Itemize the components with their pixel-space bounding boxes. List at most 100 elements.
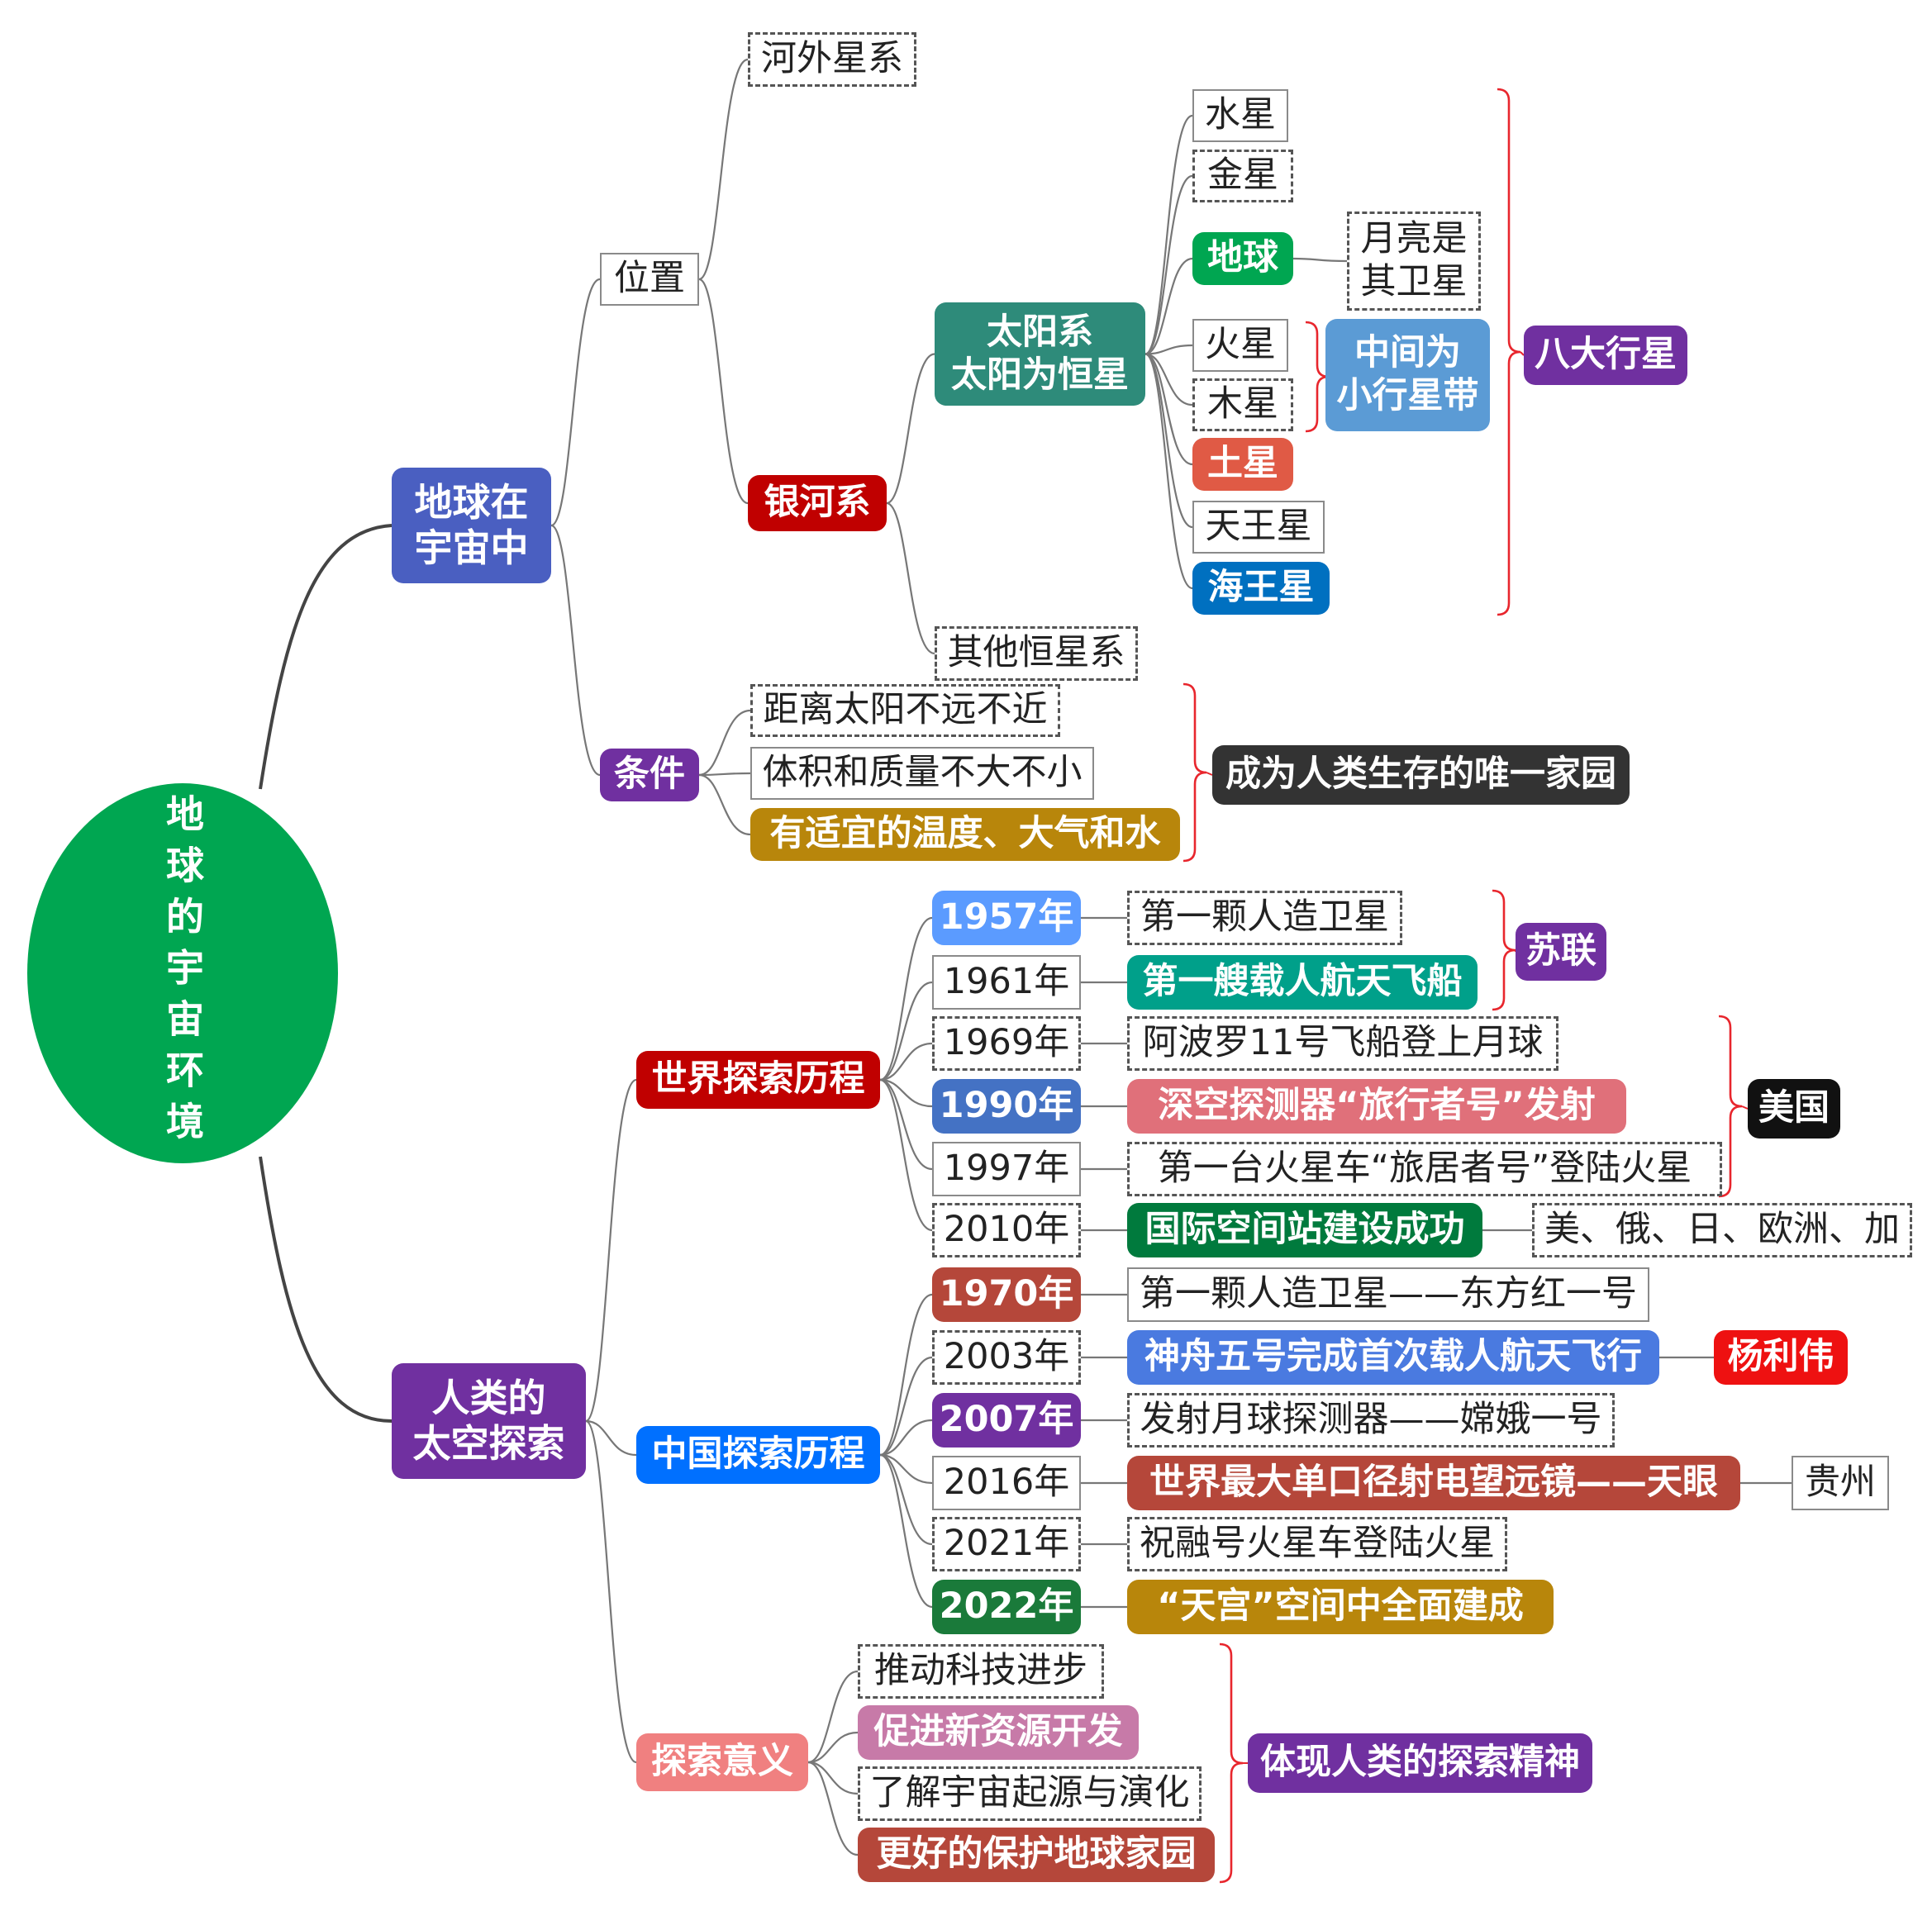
solar-link-4 (1144, 353, 1193, 406)
significance-item-1[interactable]: 推动科技进步 (858, 1644, 1104, 1699)
planet-7[interactable]: 天王星 (1192, 501, 1325, 554)
branch-space-exploration[interactable]: 人类的 太空探索 (392, 1363, 586, 1479)
world-year-4-label: 1990年 (939, 1085, 1074, 1127)
china-event-1[interactable]: 第一颗人造卫星——东方红一号 (1127, 1267, 1649, 1322)
world-year-2[interactable]: 1961年 (932, 955, 1081, 1010)
planet-4[interactable]: 火星 (1192, 319, 1288, 372)
china-event-extra-2[interactable]: 杨利伟 (1714, 1330, 1848, 1385)
condition-item-1[interactable]: 距离太阳不远不近 (750, 684, 1060, 737)
bracket-eight-planets (1497, 88, 1521, 616)
node-ussr[interactable]: 苏联 (1516, 923, 1606, 981)
planet-2[interactable]: 金星 (1192, 150, 1293, 202)
world-event-2[interactable]: 第一艘载人航天飞船 (1127, 955, 1478, 1010)
solar-link-0 (1144, 114, 1193, 355)
significance-item-3[interactable]: 了解宇宙起源与演化 (858, 1766, 1202, 1821)
node-eight-planets[interactable]: 八大行星 (1524, 326, 1687, 385)
significance-link-1 (807, 1731, 859, 1764)
planet-3[interactable]: 地球 (1192, 232, 1293, 285)
china-event-3[interactable]: 发射月球探测器——嫦娥一号 (1127, 1393, 1615, 1448)
node-solar-system[interactable]: 太阳系 太阳为恒星 (935, 302, 1145, 406)
world-event-6-label: 国际空间站建设成功 (1144, 1209, 1465, 1251)
world-event-6[interactable]: 国际空间站建设成功 (1127, 1203, 1482, 1257)
node-china-exploration[interactable]: 中国探索历程 (636, 1426, 880, 1484)
world-event-extra-6[interactable]: 美、俄、日、欧洲、加 (1532, 1203, 1912, 1257)
node-significance[interactable]: 探索意义 (636, 1733, 808, 1791)
node-moon-note-label: 月亮是 其卫星 (1360, 218, 1468, 302)
china-event-extra-4[interactable]: 贵州 (1792, 1456, 1889, 1510)
milky-link-0 (886, 353, 935, 505)
solar-link-2 (1144, 257, 1193, 355)
world-link-3 (879, 1078, 933, 1108)
node-world-exploration[interactable]: 世界探索历程 (636, 1051, 880, 1109)
condition-item-3[interactable]: 有适宜的温度、大气和水 (750, 808, 1180, 861)
node-conditions[interactable]: 条件 (600, 749, 699, 801)
significance-item-1-label: 推动科技进步 (874, 1650, 1087, 1692)
world-year-6[interactable]: 2010年 (932, 1203, 1081, 1257)
world-event-4-label: 深空探测器“旅行者号”发射 (1158, 1085, 1596, 1127)
significance-item-2[interactable]: 促进新资源开发 (858, 1705, 1139, 1760)
bracket-usa (1718, 1015, 1743, 1198)
condition-item-2[interactable]: 体积和质量不大不小 (750, 747, 1094, 800)
world-link-2 (879, 1042, 933, 1081)
china-year-4[interactable]: 2016年 (932, 1456, 1081, 1510)
china-event-4[interactable]: 世界最大单口径射电望远镜——天眼 (1127, 1456, 1740, 1510)
node-position-label: 位置 (614, 258, 685, 300)
branch-space-exploration-label: 人类的 太空探索 (412, 1375, 565, 1466)
node-only-home-label: 成为人类生存的唯一家园 (1225, 753, 1616, 796)
china-link-1 (879, 1356, 933, 1457)
world-year-4[interactable]: 1990年 (932, 1079, 1081, 1134)
node-usa-label: 美国 (1758, 1087, 1830, 1129)
world-year-1[interactable]: 1957年 (932, 891, 1081, 945)
china-link-0 (879, 1293, 933, 1457)
world-event-3[interactable]: 阿波罗11号飞船登上月球 (1127, 1016, 1558, 1071)
node-usa[interactable]: 美国 (1748, 1079, 1840, 1139)
china-event-6[interactable]: “天宫”空间中全面建成 (1127, 1580, 1554, 1634)
earth-moon-link-0 (1292, 257, 1348, 263)
planet-8-label: 海王星 (1207, 567, 1315, 609)
planet-1-label: 水星 (1205, 94, 1276, 136)
node-only-home[interactable]: 成为人类生存的唯一家园 (1212, 745, 1630, 805)
node-other-star-systems[interactable]: 其他恒星系 (935, 626, 1138, 681)
china-event-5[interactable]: 祝融号火星车登陆火星 (1127, 1517, 1507, 1571)
explore-link-2 (585, 1419, 637, 1764)
china-event-2[interactable]: 神舟五号完成首次载人航天飞行 (1127, 1330, 1659, 1385)
condition-item-1-label: 距离太阳不远不近 (763, 689, 1048, 731)
root-node[interactable]: 地球的宇宙环境 (27, 783, 338, 1163)
planet-1[interactable]: 水星 (1192, 89, 1288, 142)
china-year-3[interactable]: 2007年 (932, 1393, 1081, 1448)
node-milky-way[interactable]: 银河系 (748, 475, 887, 531)
branch-earth-in-universe[interactable]: 地球在 宇宙中 (392, 468, 551, 583)
world-year-5[interactable]: 1997年 (932, 1142, 1081, 1196)
china-year-6[interactable]: 2022年 (932, 1580, 1081, 1634)
world-event-5[interactable]: 第一台火星车“旅居者号”登陆火星 (1127, 1142, 1722, 1196)
world-event-3-label: 阿波罗11号飞船登上月球 (1142, 1022, 1544, 1064)
planet-6[interactable]: 土星 (1192, 438, 1293, 491)
solar-link-6 (1144, 353, 1193, 529)
china-year-5-label: 2021年 (943, 1523, 1070, 1565)
milky-link-1 (886, 502, 935, 655)
world-event-4[interactable]: 深空探测器“旅行者号”发射 (1127, 1079, 1626, 1134)
node-moon-note[interactable]: 月亮是 其卫星 (1347, 212, 1481, 311)
china-year-2[interactable]: 2003年 (932, 1330, 1081, 1385)
node-exploration-spirit[interactable]: 体现人类的探索精神 (1248, 1733, 1592, 1793)
planet-8[interactable]: 海王星 (1192, 562, 1330, 615)
bracket-usa-tail (1741, 1105, 1749, 1110)
planet-5[interactable]: 木星 (1192, 378, 1293, 431)
china-year-5[interactable]: 2021年 (932, 1517, 1081, 1571)
node-extragalactic[interactable]: 河外星系 (748, 32, 916, 87)
solar-link-7 (1144, 353, 1193, 590)
node-asteroid-belt-note[interactable]: 中间为 小行星带 (1325, 319, 1490, 431)
bracket-eight-planets-tail (1520, 351, 1525, 356)
china-year-1[interactable]: 1970年 (932, 1267, 1081, 1322)
world-year-3[interactable]: 1969年 (932, 1016, 1081, 1071)
node-position[interactable]: 位置 (600, 253, 699, 306)
world-event-1[interactable]: 第一颗人造卫星 (1127, 891, 1402, 945)
condition-link-1 (698, 772, 751, 777)
significance-item-4[interactable]: 更好的保护地球家园 (858, 1828, 1215, 1882)
node-significance-label: 探索意义 (651, 1741, 793, 1783)
condition-item-3-label: 有适宜的温度、大气和水 (769, 813, 1161, 855)
world-year-3-label: 1969年 (943, 1022, 1070, 1064)
node-conditions-label: 条件 (614, 753, 685, 796)
world-year-2-label: 1961年 (943, 961, 1070, 1003)
china-link-5 (879, 1453, 933, 1609)
